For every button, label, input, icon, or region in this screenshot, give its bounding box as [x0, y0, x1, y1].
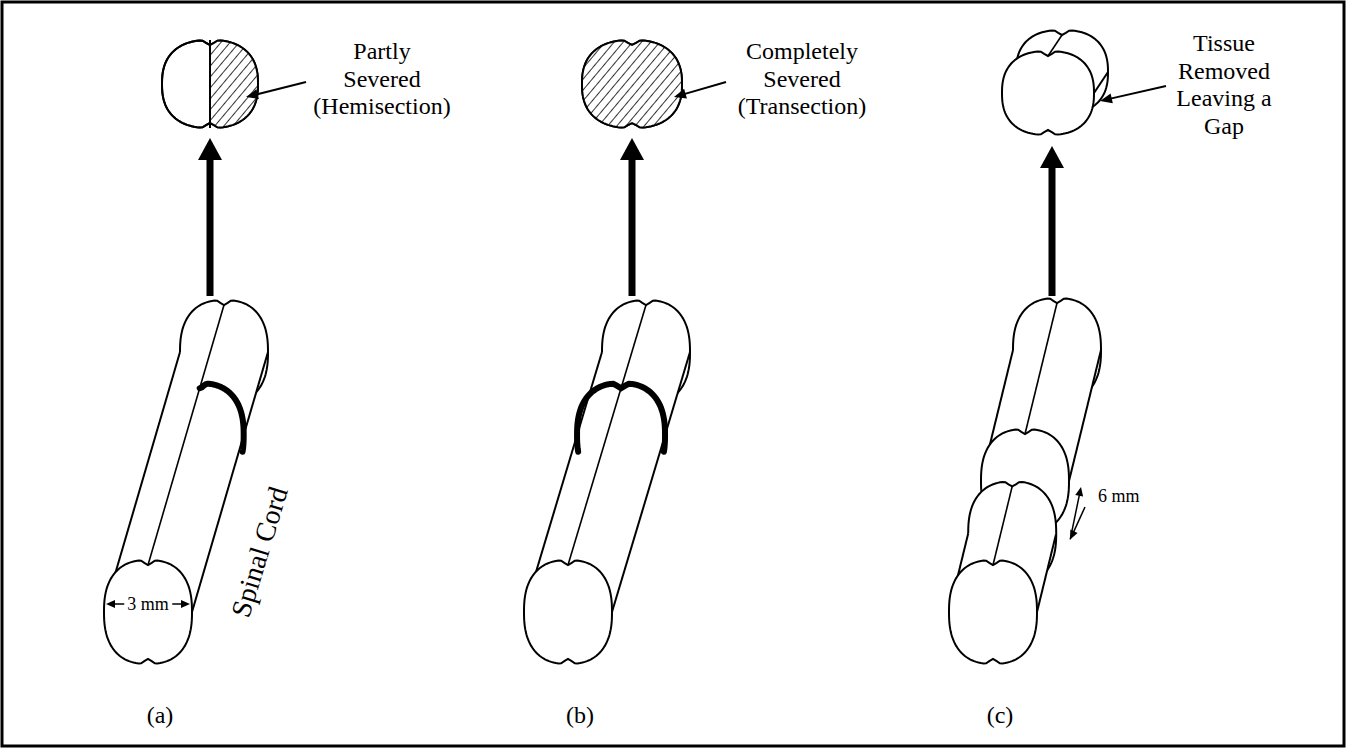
- callout-label: Partly Severed (Hemisection): [313, 38, 450, 121]
- cut-mark: [577, 384, 665, 452]
- leader-arrow-head: [674, 89, 687, 99]
- dimension-label: 3 mm: [124, 594, 172, 615]
- part-label: Spinal Cord: [225, 483, 295, 621]
- callout-label: Tissue Removed Leaving a Gap: [1168, 30, 1280, 140]
- up-arrow-head: [1040, 146, 1064, 168]
- up-arrow: [629, 156, 636, 296]
- leader-arrow: [255, 82, 306, 95]
- up-arrow: [1049, 164, 1056, 296]
- leader-arrow-head: [1100, 93, 1113, 103]
- cord-face: [949, 561, 1037, 664]
- dimension-label: 6 mm: [1098, 486, 1140, 507]
- median-groove: [993, 486, 1012, 565]
- cord-edge: [1037, 533, 1056, 612]
- leader-arrow: [683, 82, 726, 94]
- dimension-arrow-head: [1075, 487, 1083, 497]
- up-arrow-head: [620, 138, 644, 160]
- dimension-arrow-head: [106, 600, 115, 608]
- hatched-area: [582, 40, 682, 127]
- dimension-arrow-head: [181, 600, 190, 608]
- section-line: [209, 40, 211, 128]
- cut-mark: [200, 384, 244, 452]
- callout-label: Completely Severed (Transection): [738, 38, 866, 121]
- median-groove: [1025, 303, 1057, 434]
- panel-label: (b): [566, 702, 594, 730]
- up-arrow: [207, 156, 214, 296]
- up-arrow-head: [198, 138, 222, 160]
- leader-arrow: [1109, 86, 1166, 99]
- cross-section-outline: [162, 40, 258, 127]
- hatched-area: [210, 36, 264, 132]
- median-groove: [148, 305, 224, 565]
- cord-edge: [1094, 72, 1108, 93]
- cord-face: [1002, 51, 1094, 134]
- cord-edge: [1069, 350, 1101, 481]
- cord-face: [524, 561, 612, 664]
- dimension-arrow: [1070, 494, 1079, 539]
- leader-arrow-head: [246, 89, 259, 99]
- cord-face: [104, 561, 192, 664]
- panel-label: (c): [987, 702, 1014, 730]
- cross-section: [582, 40, 682, 127]
- panel-label: (a): [147, 702, 174, 730]
